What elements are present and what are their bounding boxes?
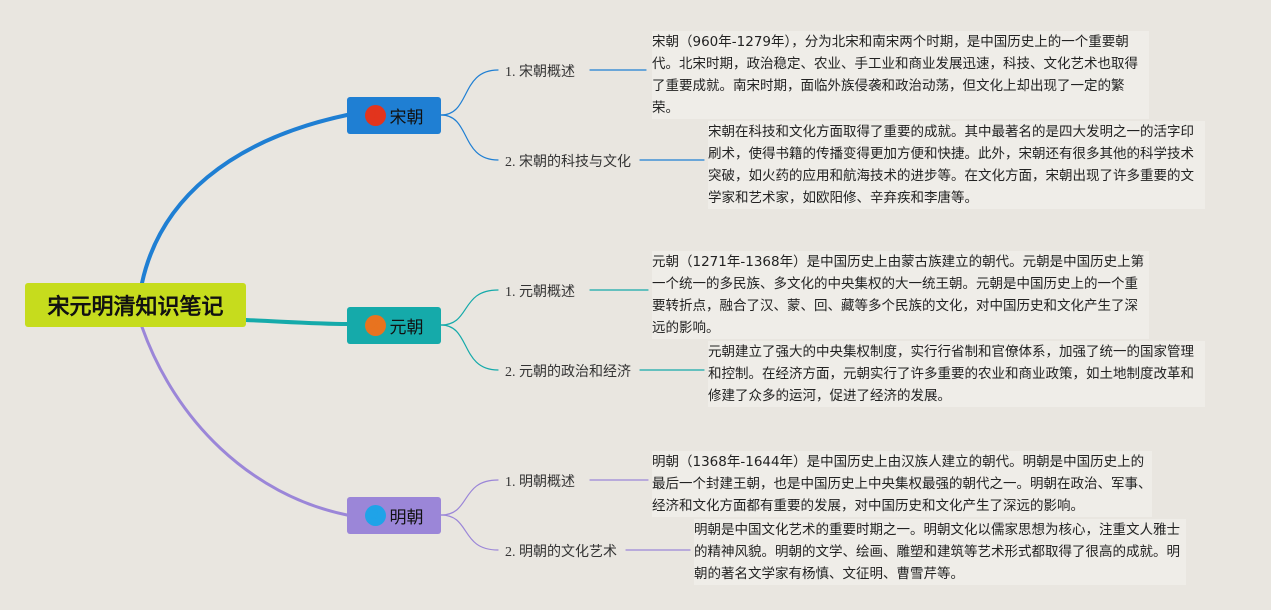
- branch-song[interactable]: 1 宋朝: [347, 97, 441, 134]
- subtopic-line: [440, 514, 499, 551]
- branch-yuan[interactable]: 2 元朝: [347, 307, 441, 344]
- subtopic-line: [440, 479, 499, 516]
- root-title: 宋元明清知识笔记: [47, 295, 224, 320]
- subtopic-song-science-culture[interactable]: 2. 宋朝的科技与文化: [505, 155, 631, 170]
- note-yuan-politics-economy: 元朝建立了强大的中央集权制度，实行行省制和官僚体系，加强了统一的国家管理和控制。…: [708, 341, 1205, 407]
- badge-number: 1: [364, 105, 386, 126]
- root-topic[interactable]: 宋元明清知识笔记: [25, 283, 246, 327]
- subtopic-yuan-overview[interactable]: 1. 元朝概述: [505, 285, 575, 300]
- branch-label: 宋朝: [389, 108, 424, 128]
- branch-ming[interactable]: 3 明朝: [347, 497, 441, 534]
- badge-number: 2: [364, 315, 386, 336]
- branch-label: 元朝: [389, 318, 424, 338]
- branch-label: 明朝: [389, 508, 424, 528]
- subtopic-line: [440, 324, 499, 371]
- note-song-science-culture: 宋朝在科技和文化方面取得了重要的成就。其中最著名的是四大发明之一的活字印刷术，使…: [708, 121, 1205, 209]
- branch-line-ming: [140, 325, 349, 517]
- branch-line-yuan: [244, 318, 349, 326]
- note-ming-culture-art: 明朝是中国文化艺术的重要时期之一。明朝文化以儒家思想为核心，注重文人雅士的精神风…: [694, 519, 1186, 585]
- subtopic-ming-overview[interactable]: 1. 明朝概述: [505, 475, 575, 490]
- subtopic-line: [440, 69, 499, 116]
- branch-line-song: [140, 113, 349, 285]
- subtopic-yuan-politics-economy[interactable]: 2. 元朝的政治和经济: [505, 365, 631, 380]
- note-song-overview: 宋朝（960年-1279年），分为北宋和南宋两个时期，是中国历史上的一个重要朝代…: [652, 31, 1149, 119]
- subtopic-ming-culture-art[interactable]: 2. 明朝的文化艺术: [505, 545, 617, 560]
- subtopic-line: [440, 289, 499, 326]
- subtopic-song-overview[interactable]: 1. 宋朝概述: [505, 65, 575, 80]
- badge-number: 3: [364, 505, 386, 526]
- note-ming-overview: 明朝（1368年-1644年）是中国历史上由汉族人建立的朝代。明朝是中国历史上的…: [652, 451, 1152, 517]
- note-yuan-overview: 元朝（1271年-1368年）是中国历史上由蒙古族建立的朝代。元朝是中国历史上第…: [652, 251, 1149, 339]
- subtopic-line: [440, 114, 499, 161]
